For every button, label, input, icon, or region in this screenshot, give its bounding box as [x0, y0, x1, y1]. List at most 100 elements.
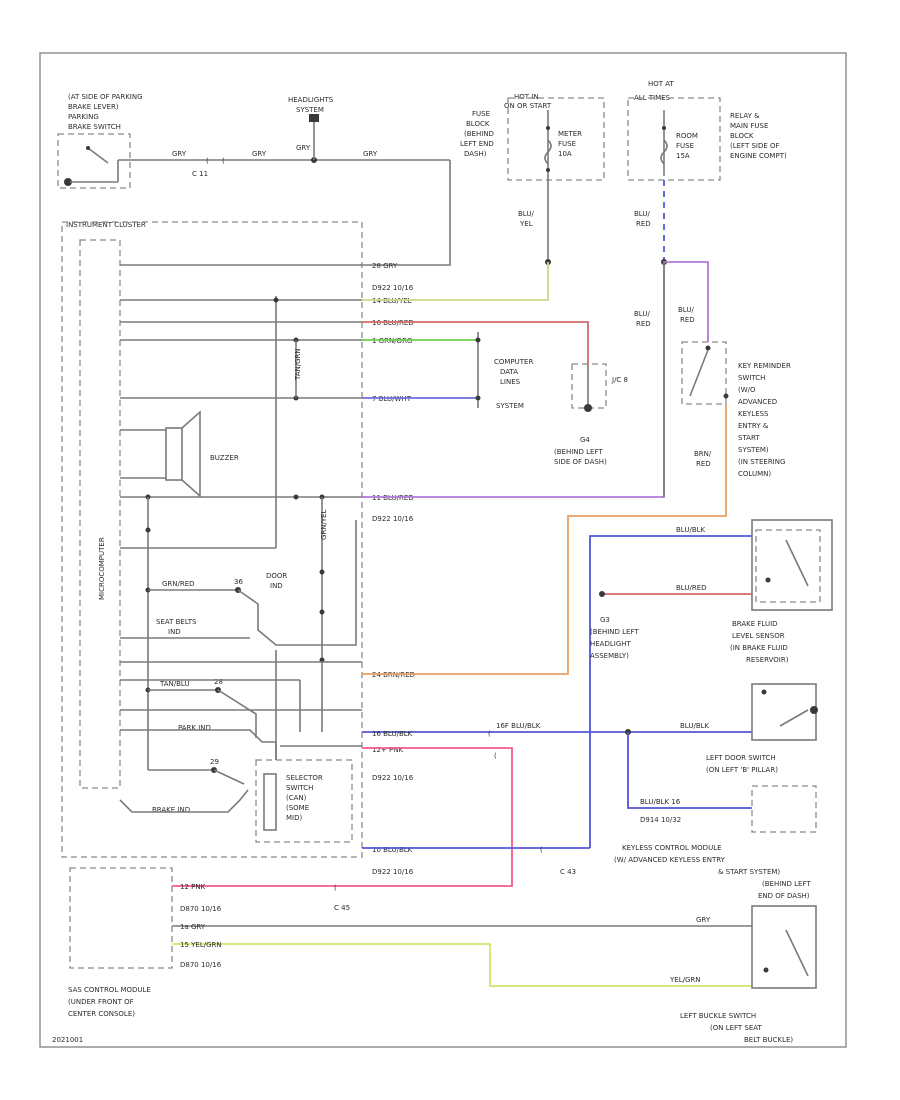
pin-label-p1: 28 GRY	[372, 262, 398, 270]
seat-belts-ind-label-2: IND	[168, 628, 181, 636]
connector-c11: C 11	[192, 170, 208, 178]
connector-c45: C 45	[334, 904, 350, 912]
footer-code: 2021001	[52, 1036, 83, 1044]
wire-label-brn-red-b: RED	[696, 460, 711, 468]
parking-brake-switch: (AT SIDE OF PARKING BRAKE LEVER) PARKING…	[57, 93, 143, 189]
room-fuse-label-2: FUSE	[676, 142, 694, 150]
brake-fluid-level-sensor: BLU/BLK BLU/RED G3 (BEHIND LEFT HEADLIGH…	[589, 519, 833, 848]
key-reminder-label-1: KEY REMINDER	[738, 362, 791, 370]
key-reminder-label-6: ENTRY &	[738, 422, 769, 430]
wire-label-gry-e: GRY	[696, 916, 711, 924]
wire-label-blu-yel-1: BLU/	[518, 210, 534, 218]
wire-label-small-2: GRN/YEL	[320, 509, 328, 540]
ground-g3-label-1: G3	[600, 616, 610, 624]
buzzer: BUZZER	[120, 410, 239, 498]
connector-mark-p8: (	[488, 730, 491, 738]
junction-connector-jc8: J/C 8 G4 (BEHIND LEFT SIDE OF DASH)	[554, 363, 628, 466]
left-door-label-1: LEFT DOOR SWITCH	[706, 754, 776, 762]
pin-label-p3: 16 BLU/RED	[372, 319, 414, 327]
wire-label-gry-c: GRY	[363, 150, 378, 158]
wire-label-gry-d: GRY	[296, 144, 311, 152]
sas-pin-yel: 15 YEL/GRN	[180, 941, 222, 949]
meter-fuse-label-1: METER	[558, 130, 582, 138]
key-reminder-label-10: COLUMN)	[738, 470, 771, 478]
pin-label-p8b: 16F BLU/BLK	[496, 722, 541, 730]
connector-label-p6: D922 10/16	[372, 515, 414, 523]
left-door-switch: 16 BLU/BLK 16F BLU/BLK ( BLU/BLK LEFT DO…	[362, 683, 818, 774]
wire-label-blu-red-3a: BLU/	[678, 306, 694, 314]
key-reminder-label-7: START	[738, 434, 760, 442]
headlights-label-2: SYSTEM	[296, 106, 324, 114]
brake-fluid-label-1: BRAKE FLUID	[732, 620, 778, 628]
key-reminder-label-4: ADVANCED	[738, 398, 777, 406]
cdl-label-2: DATA	[500, 368, 518, 376]
left-buckle-switch: LEFT BUCKLE SWITCH (ON LEFT SEAT BELT BU…	[680, 905, 817, 1044]
keyless-control-module: BLU/BLK 16 D914 10/32 KEYLESS CONTROL MO…	[614, 732, 817, 900]
wire-label-module-blublk: BLU/BLK 16	[640, 798, 681, 806]
left-door-label-2: (ON LEFT 'B' PILLAR)	[706, 766, 778, 774]
hot-in-label-2: ON OR START	[504, 102, 552, 110]
key-reminder-label-3: (W/O	[738, 386, 756, 394]
fuse-block-label-3: (BEHIND	[464, 130, 494, 138]
key-reminder-switch: BLU/ RED BLU/ RED KEY REMINDER SWITCH (W…	[634, 262, 791, 497]
sas-label-3: CENTER CONSOLE)	[68, 1010, 135, 1018]
wire-label-blu-red-1a: BLU/	[634, 210, 650, 218]
relay-block-label-2: MAIN FUSE	[730, 122, 768, 130]
meter-fuse-label-2: FUSE	[558, 140, 576, 148]
keyless-label-2: (W/ ADVANCED KEYLESS ENTRY	[614, 856, 726, 864]
sas-control-module: 12 PNK D870 10/16 ( C 45 1a GRY GRY 15 Y…	[68, 867, 752, 1018]
jc8-label: J/C 8	[611, 376, 628, 384]
pin-label-p9: 12+ PNK	[372, 746, 403, 754]
connector-c43: C 43	[560, 868, 576, 876]
wire-label-small-3: GRN/RED	[162, 580, 195, 588]
sas-label-1: SAS CONTROL MODULE	[68, 986, 151, 994]
ground-g4-label-2: (BEHIND LEFT	[554, 448, 603, 456]
ground-g3-label-4: ASSEMBLY)	[590, 652, 629, 660]
wire-blu-yel	[362, 262, 549, 301]
parking-brake-label-2: BRAKE LEVER)	[68, 103, 119, 111]
pin-label-p7: 24 BRN/RED	[372, 671, 415, 679]
park-ind-label: PARK IND	[178, 724, 211, 732]
wire-label-blu-red-1b: RED	[636, 220, 651, 228]
key-reminder-label-2: SWITCH	[738, 374, 765, 382]
wire-label-gry-a: GRY	[172, 150, 187, 158]
gry-feed-wire	[360, 160, 451, 266]
wire-label-blu-blk-c: BLU/BLK	[680, 722, 710, 730]
diagram-frame	[39, 52, 847, 1048]
gry-wire-top: GRY GRY GRY C 11 ( ( GRY	[118, 120, 450, 178]
connector-label-p10: D922 10/16	[372, 868, 414, 876]
wire-violet	[362, 261, 709, 498]
brake-fluid-label-3: (IN BRAKE FLUID	[730, 644, 788, 652]
fuse-block: FUSE BLOCK (BEHIND LEFT END DASH) HOT IN…	[460, 93, 605, 265]
sas-label-2: (UNDER FRONT OF	[68, 998, 134, 1006]
cdl-label-3: LINES	[500, 378, 521, 386]
microcomputer-label: MICROCOMPUTER	[98, 537, 106, 600]
connector-c11-mark: (	[206, 157, 209, 165]
parking-brake-label-4: BRAKE SWITCH	[68, 123, 121, 131]
pin-label-p8: 16 BLU/BLK	[372, 730, 413, 738]
instrument-cluster-label: INSTRUMENT CLUSTER	[66, 221, 146, 229]
fuse-block-label-2: BLOCK	[466, 120, 490, 128]
wire-label-blu-red-b: BLU/RED	[676, 584, 707, 592]
wire-label-small-4: TAN/BLU	[159, 680, 190, 688]
meter-fuse-label-3: 10A	[558, 150, 572, 158]
sas-pin-gry: 1a GRY	[180, 923, 206, 931]
brake-ind-label: BRAKE IND	[152, 806, 190, 814]
wire-label-yel-grn: YEL/GRN	[669, 976, 700, 984]
cdl-label-1: COMPUTER	[494, 358, 533, 366]
selector-switch-label-4: (SOME	[286, 804, 309, 812]
brake-fluid-label-4: RESERVOIR)	[746, 656, 789, 664]
parking-brake-label-1: (AT SIDE OF PARKING	[68, 93, 143, 101]
connector-label-p1: D922 10/16	[372, 284, 414, 292]
keyless-label-3: & START SYSTEM)	[718, 868, 780, 876]
wire-brn-red	[362, 404, 727, 675]
wire-label-blu-red-2b: RED	[636, 320, 651, 328]
room-fuse-label-3: 15A	[676, 152, 690, 160]
ground-g3-label-3: HEADLIGHT	[590, 640, 632, 648]
sas-pin-pnk: 12 PNK	[180, 883, 206, 891]
key-reminder-label-5: KEYLESS	[738, 410, 769, 418]
connector-mark-c45: (	[334, 884, 337, 892]
door-ind-label-1: DOOR	[266, 572, 287, 580]
connector-mark-c43: (	[540, 846, 543, 854]
